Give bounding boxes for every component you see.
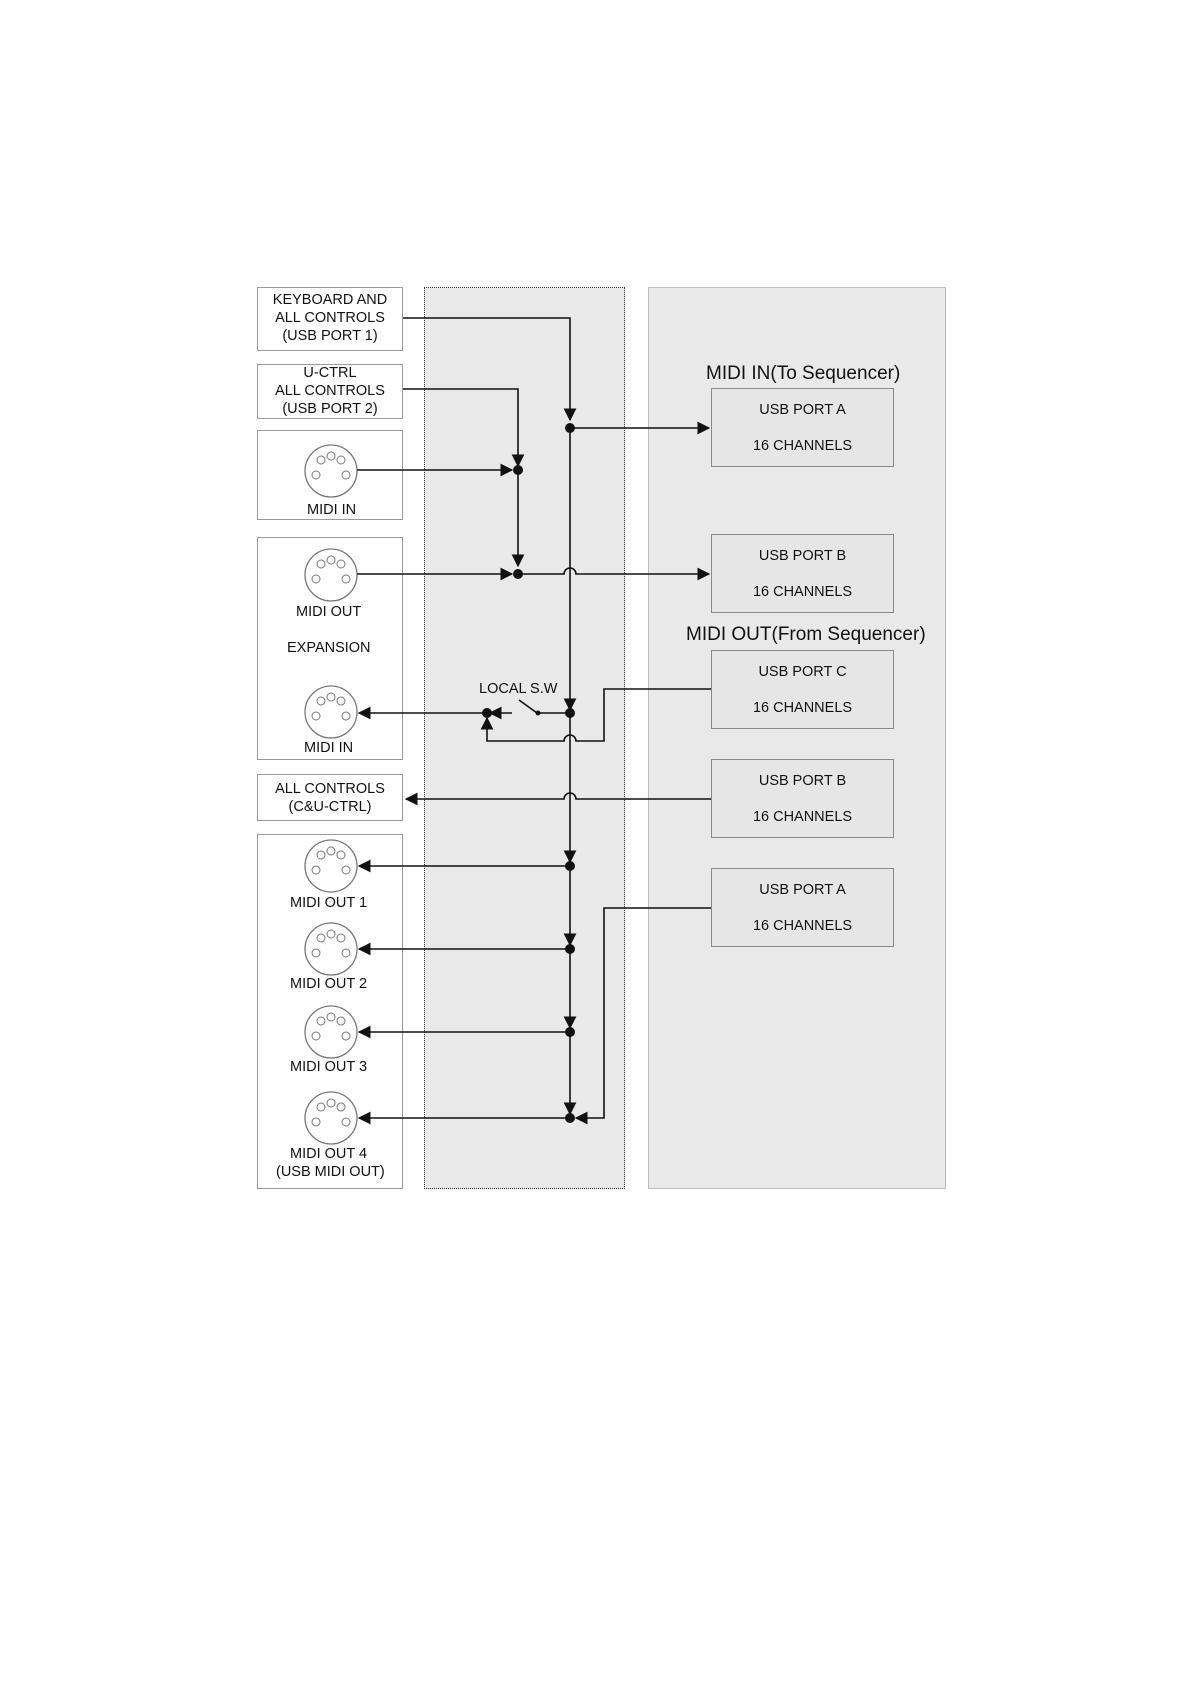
junction-dot	[565, 1027, 575, 1037]
midi-out-4-label: MIDI OUT 4	[290, 1146, 368, 1162]
junction-dot	[565, 861, 575, 871]
routing-panel	[424, 287, 625, 1189]
keyboard-to-bus-wire	[403, 317, 577, 422]
out-port-c-box: USB PORT C 16 CHANNELS	[711, 650, 894, 729]
keyboard-controls-label: KEYBOARD AND ALL CONTROLS (USB PORT 1)	[272, 292, 388, 344]
out-port-c-channels: 16 CHANNELS	[752, 699, 853, 716]
midi-in-label: MIDI IN	[307, 502, 357, 518]
midi-out-3-label: MIDI OUT 3	[290, 1059, 368, 1075]
junction-dot	[565, 423, 575, 433]
in-port-a-channels: 16 CHANNELS	[752, 437, 853, 454]
expansion-midi-out-label: MIDI OUT	[296, 604, 362, 620]
junction-dot	[482, 708, 492, 718]
out-port-a-name: USB PORT A	[759, 881, 846, 898]
out-port-c-wire	[480, 688, 711, 742]
midi-in-connector-icon	[304, 444, 358, 498]
junction-dot	[565, 944, 575, 954]
midi-in-to-sequencer-title: MIDI IN(To Sequencer)	[706, 363, 901, 384]
out-port-c-name: USB PORT C	[758, 663, 847, 680]
midi-out-4-sub-label: (USB MIDI OUT)	[276, 1164, 385, 1180]
expansion-midi-in-label: MIDI IN	[304, 740, 354, 756]
midi-out-1-connector-icon	[304, 839, 358, 893]
midi-out-2-connector-icon	[304, 922, 358, 976]
out-port-b-channels: 16 CHANNELS	[752, 808, 853, 825]
midi-out-2-label: MIDI OUT 2	[290, 976, 368, 992]
in-port-b-box: USB PORT B 16 CHANNELS	[711, 534, 894, 613]
out-port-b-to-controls-wire	[404, 792, 711, 806]
local-switch-blade-icon	[518, 699, 538, 714]
uctrl-controls-label: U-CTRL ALL CONTROLS (USB PORT 2)	[275, 365, 385, 417]
bus-to-in-port-b-wire	[518, 567, 711, 581]
midi-out-4-connector-icon	[304, 1091, 358, 1145]
all-controls-label: ALL CONTROLS (C&U-CTRL)	[275, 781, 385, 815]
in-port-a-name: USB PORT A	[759, 401, 846, 418]
out-port-a-to-midi-out-4-wire	[574, 907, 711, 1125]
out-port-a-channels: 16 CHANNELS	[752, 917, 853, 934]
expansion-midi-in-connector-icon	[304, 685, 358, 739]
in-port-b-channels: 16 CHANNELS	[752, 583, 853, 600]
expansion-midi-out-connector-icon	[304, 548, 358, 602]
local-switch-label: LOCAL S.W	[479, 681, 558, 697]
expansion-title: EXPANSION	[287, 640, 371, 656]
uctrl-to-bus-wire	[403, 388, 525, 468]
uctrl-controls-box	[257, 364, 403, 419]
in-port-a-box: USB PORT A 16 CHANNELS	[711, 388, 894, 467]
junction-dot	[513, 465, 523, 475]
all-controls-box	[257, 774, 403, 821]
out-port-b-box: USB PORT B 16 CHANNELS	[711, 759, 894, 838]
out-port-b-name: USB PORT B	[758, 772, 847, 789]
junction-dot	[565, 708, 575, 718]
midi-out-3-connector-icon	[304, 1005, 358, 1059]
junction-dot	[565, 1113, 575, 1123]
in-port-b-name: USB PORT B	[758, 547, 847, 564]
keyboard-controls-box	[257, 287, 403, 351]
switch-contact-dot	[535, 710, 541, 716]
midi-out-1-label: MIDI OUT 1	[290, 895, 368, 911]
junction-dot	[513, 569, 523, 579]
midi-out-from-sequencer-title: MIDI OUT(From Sequencer)	[686, 624, 926, 645]
out-port-a-box: USB PORT A 16 CHANNELS	[711, 868, 894, 947]
